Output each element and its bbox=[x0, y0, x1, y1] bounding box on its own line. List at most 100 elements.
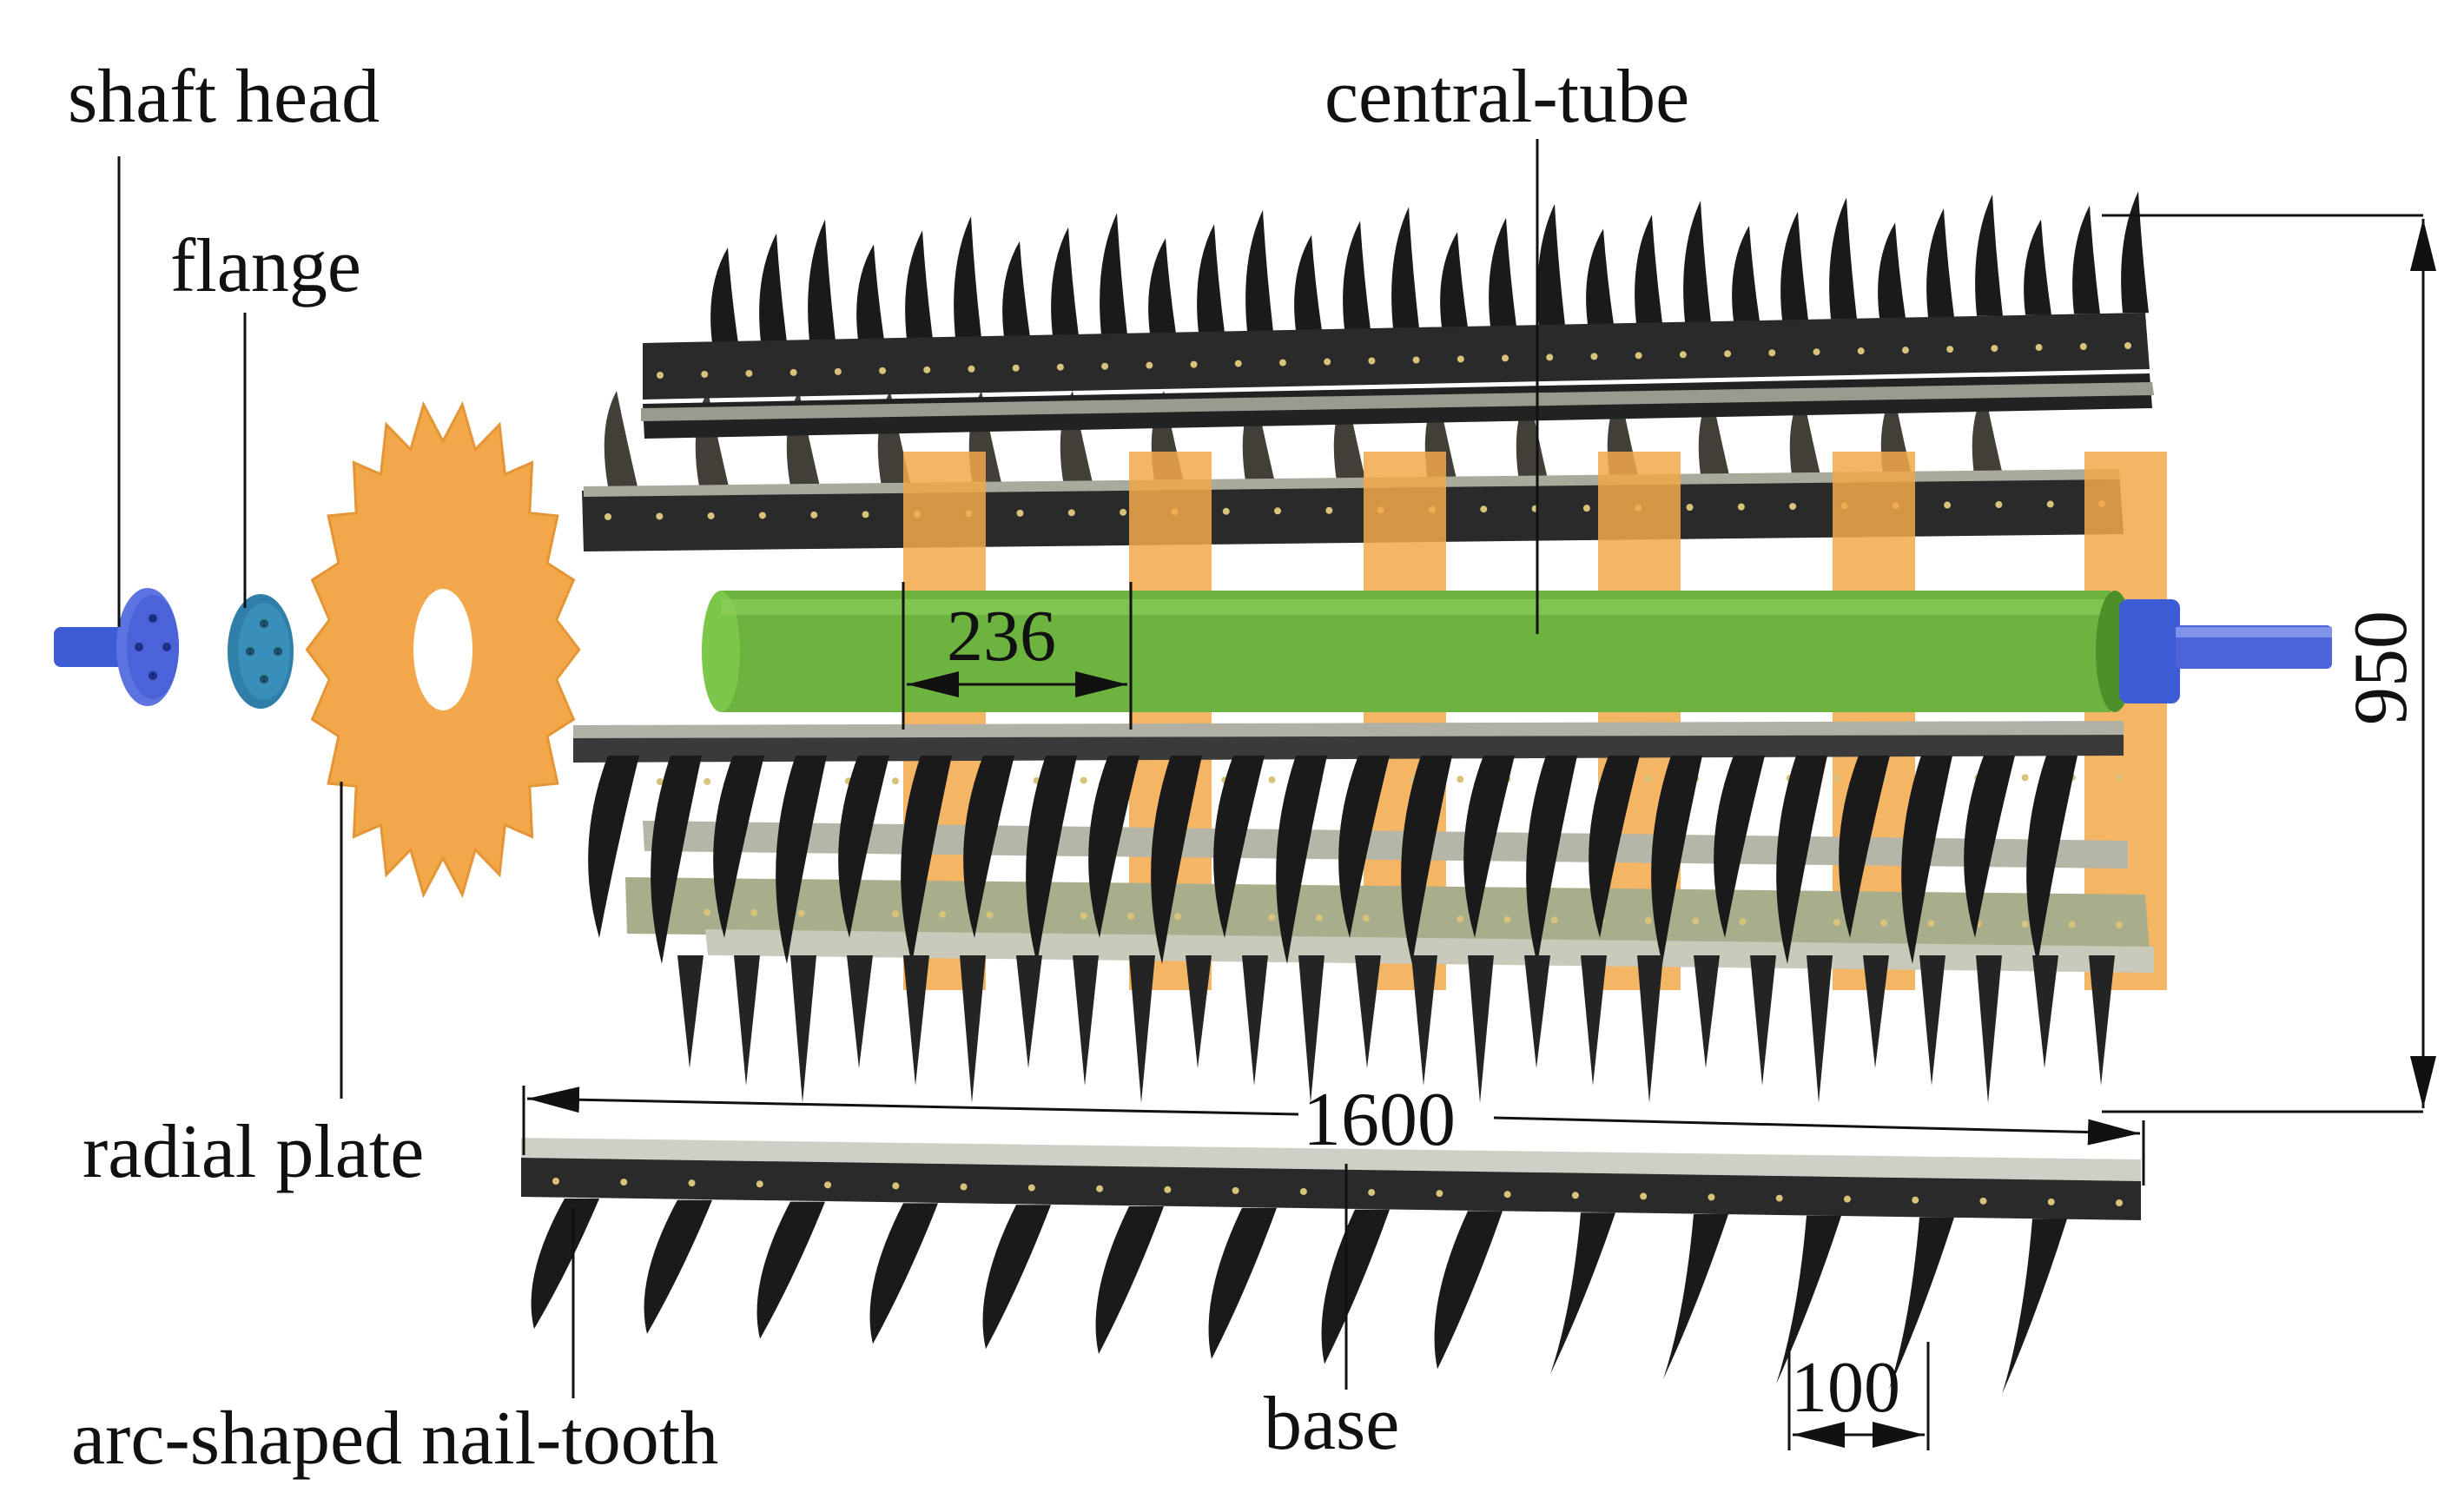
bolt bbox=[688, 1179, 696, 1187]
lower-tooth bbox=[1213, 756, 1265, 938]
upper-tooth bbox=[1829, 197, 1857, 320]
bolt bbox=[1502, 354, 1509, 362]
radial-plate-label: radial plate bbox=[83, 1110, 424, 1194]
dim-950-lines bbox=[2102, 214, 2436, 1113]
upper-tooth bbox=[1586, 228, 1614, 325]
bolt bbox=[1679, 351, 1687, 359]
bolt bbox=[1789, 503, 1797, 511]
lower-tooth bbox=[776, 756, 827, 964]
bolt bbox=[1436, 1190, 1443, 1198]
base-tooth bbox=[1889, 1217, 1954, 1390]
bolt bbox=[1635, 352, 1642, 360]
upper-tooth bbox=[1294, 234, 1322, 331]
flange-label: flange bbox=[170, 224, 361, 308]
bolt bbox=[1012, 364, 1020, 372]
bolt bbox=[1946, 346, 1954, 353]
bolt bbox=[1325, 506, 1333, 514]
base-tooth bbox=[982, 1205, 1051, 1350]
bolt bbox=[1056, 363, 1064, 371]
bolt bbox=[657, 778, 664, 785]
bolt bbox=[810, 511, 818, 518]
bolt bbox=[758, 512, 766, 519]
upper-tooth bbox=[710, 248, 738, 343]
upper-tooth bbox=[1926, 208, 1954, 317]
bolt bbox=[1944, 501, 1952, 509]
roller-body bbox=[573, 191, 2332, 1103]
base-tooth bbox=[1095, 1206, 1164, 1354]
lower-tooth-front bbox=[1073, 955, 1099, 1086]
radial-plate-part bbox=[305, 400, 581, 899]
base-tooth bbox=[1321, 1209, 1390, 1364]
base-tooth bbox=[1550, 1212, 1615, 1375]
lower-tooth-front bbox=[1581, 955, 1607, 1086]
dim-100-label: 100 bbox=[1791, 1347, 1900, 1428]
upper-tooth bbox=[905, 230, 933, 340]
base-tooth bbox=[2002, 1219, 2067, 1395]
upper-tooth bbox=[1148, 238, 1176, 334]
lower-tooth bbox=[1776, 756, 1827, 964]
base-label: base bbox=[1264, 1382, 1399, 1466]
upper-tooth-back bbox=[1972, 391, 2005, 486]
base-teeth-group bbox=[531, 1199, 2067, 1395]
upper-tooth bbox=[1732, 225, 1760, 321]
bolt bbox=[1912, 1196, 1919, 1204]
bolt bbox=[1174, 913, 1182, 921]
lower-tooth bbox=[1651, 756, 1702, 964]
upper-tooth bbox=[1100, 213, 1127, 335]
bolt bbox=[797, 909, 805, 917]
bolt bbox=[1457, 776, 1464, 783]
bolt bbox=[862, 511, 869, 518]
shaft-head-part bbox=[54, 588, 179, 706]
bolt bbox=[1640, 1192, 1648, 1200]
lower-tooth-front bbox=[1919, 955, 1945, 1086]
upper-tooth bbox=[1780, 211, 1808, 320]
bolt bbox=[923, 366, 931, 373]
base-tooth bbox=[1208, 1207, 1277, 1359]
base-bolts bbox=[552, 1178, 2123, 1206]
bolt bbox=[1368, 357, 1376, 365]
bolt bbox=[1268, 776, 1276, 783]
leader-lines bbox=[117, 139, 1539, 1398]
bolt bbox=[750, 908, 758, 916]
lower-tooth bbox=[838, 756, 889, 938]
bolt bbox=[2068, 921, 2076, 928]
upper-tooth bbox=[1051, 227, 1079, 336]
bolt bbox=[2116, 1199, 2123, 1206]
upper-tooth bbox=[1440, 232, 1468, 327]
lower-tooth bbox=[2026, 756, 2078, 964]
lower-tooth bbox=[1714, 756, 1765, 938]
bolt bbox=[2035, 344, 2043, 352]
lower-tooth bbox=[1463, 756, 1515, 938]
lower-tooth-front bbox=[1186, 955, 1212, 1068]
bolt bbox=[1315, 914, 1323, 921]
lower-tooth-front bbox=[1694, 955, 1720, 1068]
bolt bbox=[1571, 1192, 1579, 1199]
bolt bbox=[604, 513, 611, 520]
bolt bbox=[1775, 1194, 1783, 1202]
lower-tooth bbox=[1964, 756, 2015, 938]
lower-tooth bbox=[1589, 756, 1640, 938]
lower-tooth-front bbox=[960, 955, 986, 1103]
bolt bbox=[1833, 919, 1840, 927]
lower-tooth-front bbox=[1524, 955, 1550, 1068]
lower-tooth-front bbox=[677, 955, 704, 1068]
bolt bbox=[1080, 912, 1087, 920]
bolt bbox=[704, 908, 711, 916]
bolt bbox=[1833, 774, 1840, 782]
dim-236-label: 236 bbox=[947, 596, 1056, 677]
lower-tooth bbox=[1401, 756, 1452, 964]
bolt bbox=[1582, 505, 1590, 512]
lower-teeth-group bbox=[588, 756, 2115, 1103]
bolt bbox=[1708, 1193, 1715, 1201]
bolt bbox=[2021, 774, 2029, 782]
lower-tooth-front bbox=[1242, 955, 1268, 1086]
flange-part bbox=[228, 594, 294, 709]
bolt bbox=[1278, 359, 1286, 367]
bolt bbox=[2116, 774, 2123, 781]
lower-tooth-front bbox=[1750, 955, 1776, 1086]
bolt bbox=[1880, 919, 1888, 927]
base-tooth bbox=[756, 1201, 825, 1339]
bolt bbox=[1324, 358, 1331, 366]
upper-tooth bbox=[2024, 219, 2051, 315]
upper-tooth bbox=[1489, 217, 1516, 327]
